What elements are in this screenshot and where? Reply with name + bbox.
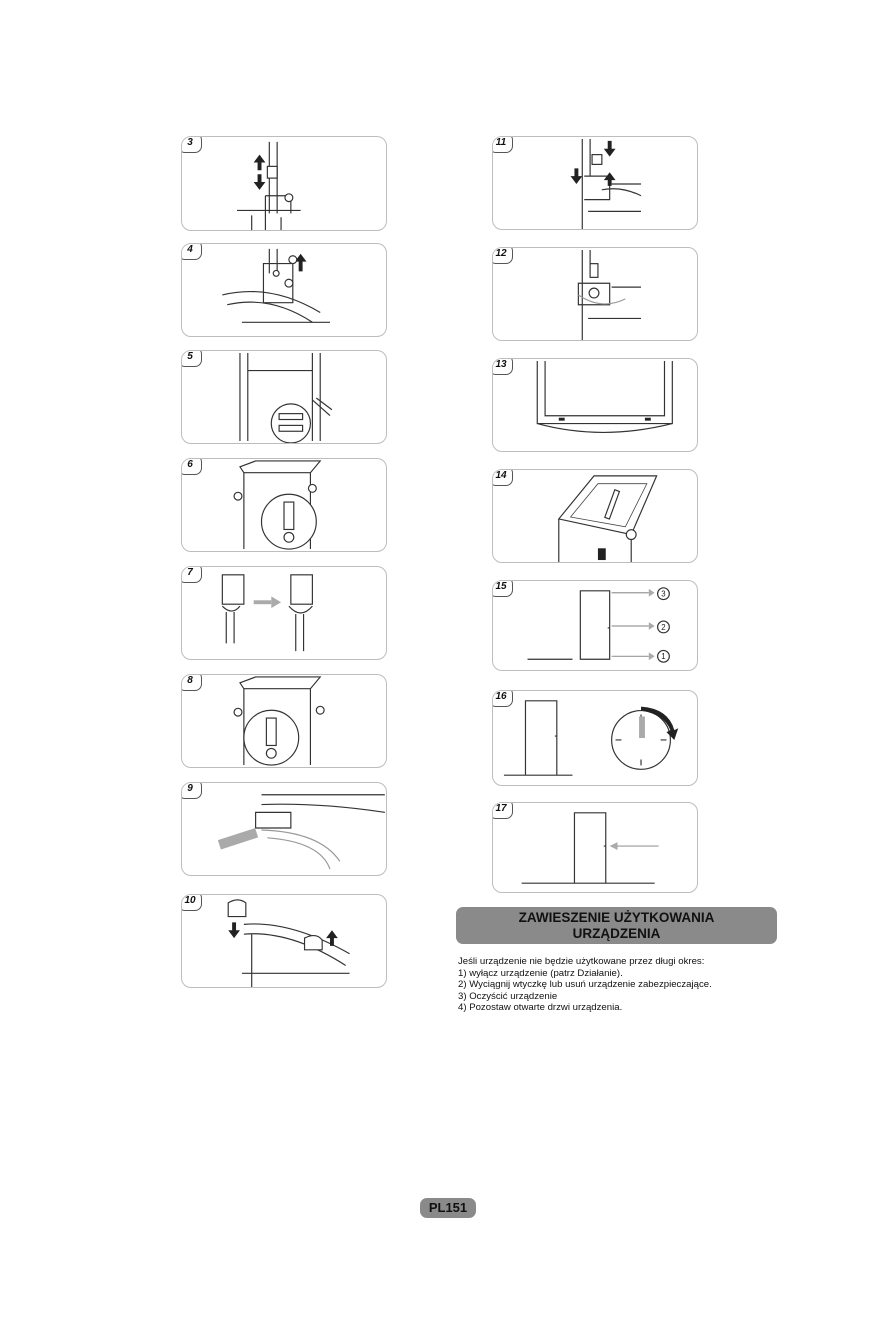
instructions-text: Jeśli urządzenie nie będzie użytkowane p… xyxy=(458,956,788,1014)
page-number-badge: PL151 xyxy=(420,1198,476,1218)
step-6-panel: 6 xyxy=(181,458,387,552)
instructions-intro: Jeśli urządzenie nie będzie użytkowane p… xyxy=(458,956,705,967)
hinge-removal-illustration xyxy=(237,141,301,230)
step-10-panel: 10 xyxy=(181,894,387,988)
hinge-swap-illustration xyxy=(221,574,313,652)
step-number: 4 xyxy=(182,244,202,260)
step-number: 16 xyxy=(493,691,513,707)
cabinet-top-illustration xyxy=(239,352,333,443)
step-number: 14 xyxy=(493,470,513,486)
level-marker-2: 2 xyxy=(661,623,665,632)
door-front-illustration xyxy=(536,360,673,433)
step-number: 8 xyxy=(182,675,202,691)
step-8-panel: 8 xyxy=(181,674,387,768)
step-number: 11 xyxy=(493,137,513,153)
leveling-illustration: 3 2 1 xyxy=(527,587,670,663)
heading-line-1: ZAWIESZENIE UŻYTKOWANIA xyxy=(518,909,715,925)
step-16-panel: 16 xyxy=(492,690,698,786)
step-5-panel: 5 xyxy=(181,350,387,444)
step-number: 7 xyxy=(182,567,202,583)
hinge-installed-illustration xyxy=(577,249,641,340)
step-17-panel: 17 xyxy=(492,802,698,893)
hole-cover-illustration xyxy=(227,899,350,987)
step-14-panel: 14 xyxy=(492,469,698,563)
step-4-panel: 4 xyxy=(181,243,387,337)
door-check-illustration xyxy=(521,812,659,884)
step-15-panel: 15 3 2 1 xyxy=(492,580,698,671)
step-3-panel: 3 xyxy=(181,136,387,231)
instruction-item: 2) Wyciągnij wtyczkę lub usuń urządzenie… xyxy=(458,979,712,990)
door-pin-illustration xyxy=(217,794,385,870)
step-number: 6 xyxy=(182,459,202,475)
wait-clock-illustration xyxy=(503,700,679,776)
step-number: 12 xyxy=(493,248,513,264)
hinge-screw-illustration xyxy=(222,248,330,323)
instruction-item: 4) Pozostaw otwarte drzwi urządzenia. xyxy=(458,1002,623,1013)
bottom-hinge-illustration xyxy=(233,460,322,550)
door-hinge-illustration xyxy=(570,138,642,229)
step-7-panel: 7 xyxy=(181,566,387,660)
level-marker-1: 1 xyxy=(661,652,665,661)
step-13-panel: 13 xyxy=(492,358,698,452)
cabinet-screwdriver-illustration xyxy=(557,475,658,562)
instruction-item: 3) Oczyścić urządzenie xyxy=(458,990,558,1002)
step-number: 9 xyxy=(182,783,202,799)
step-number: 13 xyxy=(493,359,513,375)
step-number: 17 xyxy=(493,803,513,819)
step-12-panel: 12 xyxy=(492,247,698,341)
step-number: 10 xyxy=(182,895,202,911)
step-number: 5 xyxy=(182,351,202,367)
step-number: 15 xyxy=(493,581,513,597)
step-9-panel: 9 xyxy=(181,782,387,876)
hinge-mount-illustration xyxy=(233,676,325,766)
section-heading: ZAWIESZENIE UŻYTKOWANIA URZĄDZENIA xyxy=(456,907,777,944)
step-11-panel: 11 xyxy=(492,136,698,230)
instruction-item: 1) wyłącz urządzenie (patrz Działanie). xyxy=(458,967,623,979)
heading-line-2: URZĄDZENIA xyxy=(572,925,661,941)
level-marker-3: 3 xyxy=(661,590,665,599)
step-number: 3 xyxy=(182,137,202,153)
